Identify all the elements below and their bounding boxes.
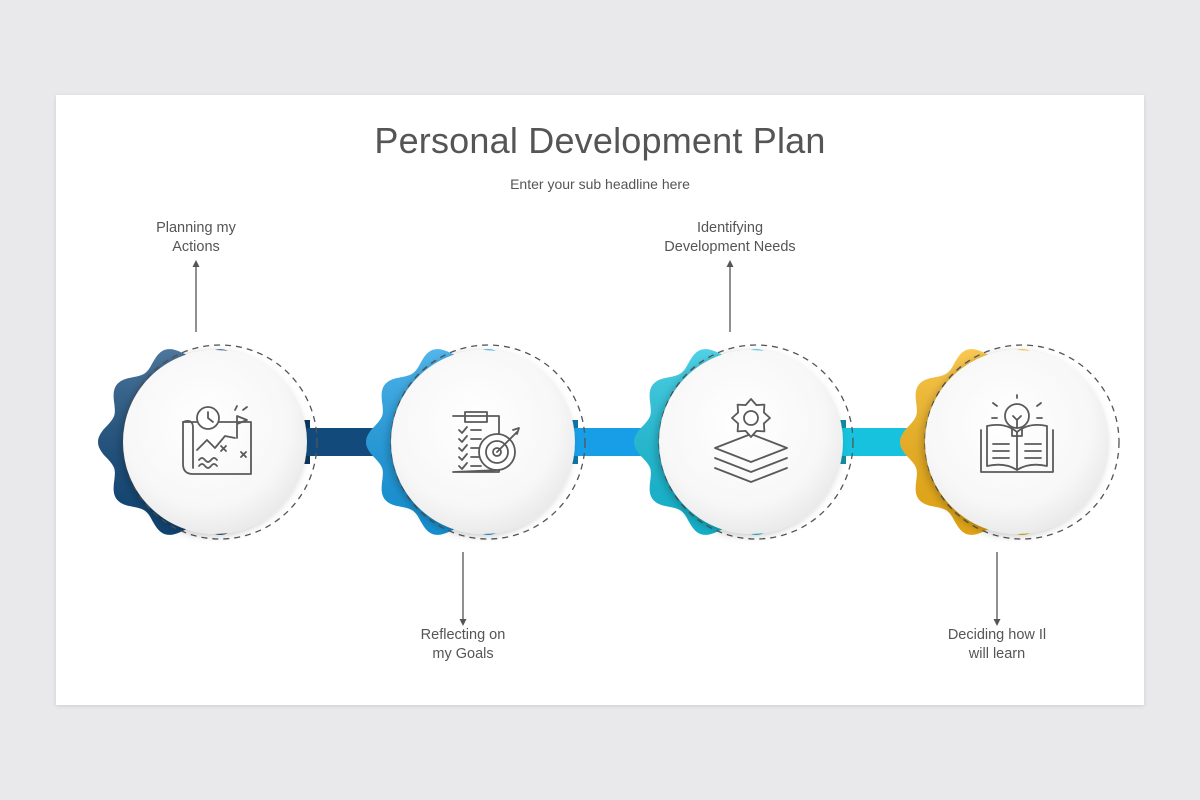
clipboard-target-icon: [452, 411, 520, 473]
steps: [98, 344, 1120, 540]
step-disc: [659, 350, 843, 534]
leader-line: [993, 552, 1001, 626]
page-subtitle: Enter your sub headline here: [510, 176, 690, 192]
dashed-ring: [924, 344, 1120, 540]
step-disc: [123, 350, 307, 534]
leader-line: [726, 260, 734, 332]
step-label: Planning my Actions: [156, 220, 236, 255]
page-title: Personal Development Plan: [374, 120, 826, 161]
step-label: Identifying Development Needs: [664, 220, 796, 255]
step-label: Reflecting on my Goals: [420, 627, 506, 662]
leader-line: [459, 552, 467, 626]
leader-lines: [192, 260, 1001, 626]
dashed-ring: [122, 344, 318, 540]
gear-layers-icon: [714, 398, 788, 483]
step-label: Deciding how Il will learn: [947, 627, 1047, 662]
lightbulb-book-icon: [980, 394, 1054, 473]
dashed-ring: [390, 344, 586, 540]
step-node: [634, 344, 854, 540]
step-node: [98, 344, 318, 540]
leader-line: [192, 260, 200, 332]
step-node: [366, 344, 586, 540]
step-node: [900, 344, 1120, 540]
strategy-map-icon: [182, 405, 252, 475]
dashed-ring: [658, 344, 854, 540]
